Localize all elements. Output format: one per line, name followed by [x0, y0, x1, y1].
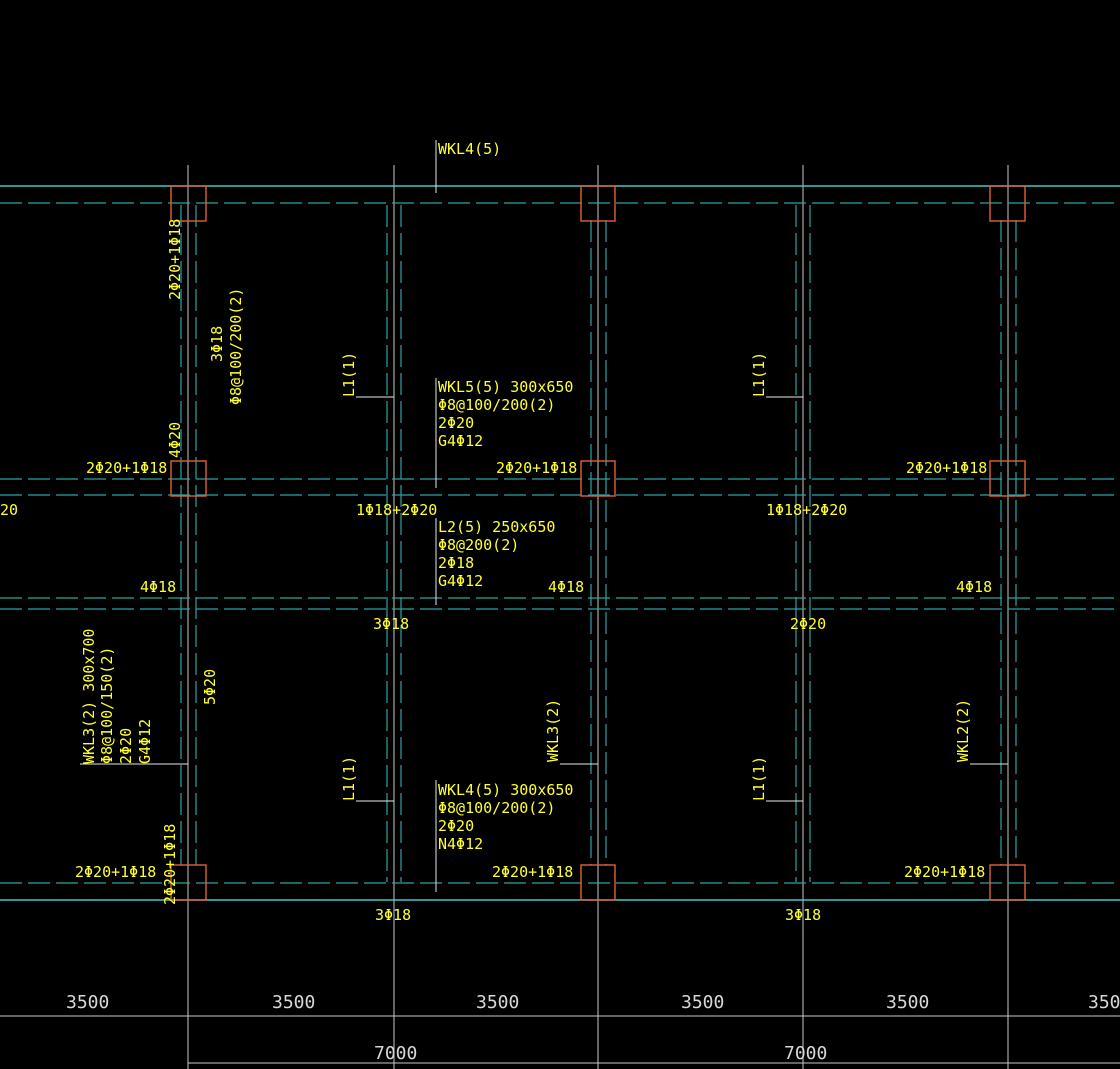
left-edge-label: 20 — [0, 501, 18, 519]
col1-5-label: 5Φ20 — [201, 669, 219, 705]
dimension-row-1: 3500 3500 3500 3500 3500 3500 — [66, 992, 1120, 1013]
row3-below-label-b: 2Φ20 — [790, 615, 826, 633]
row2-label-a: 2Φ20+1Φ18 — [86, 459, 167, 477]
column-e2 — [989, 460, 1026, 497]
row4-below-label-b: 3Φ18 — [785, 906, 821, 924]
wkl5-side: G4Φ12 — [438, 432, 483, 450]
row3-label-b: 4Φ18 — [548, 578, 584, 596]
row2-label-b: 2Φ20+1Φ18 — [496, 459, 577, 477]
wkl3-left-top: 2Φ20 — [117, 728, 135, 764]
dimension-label-3500: 3500 — [1088, 992, 1120, 1013]
row3-label-c: 4Φ18 — [956, 578, 992, 596]
l1-label-c: L1(1) — [340, 756, 358, 801]
wkl4-side: N4Φ12 — [438, 835, 483, 853]
axis-lines — [187, 165, 1009, 1069]
wkl5-top: 2Φ20 — [438, 414, 474, 432]
wkl3-left-stirrup: Φ8@100/150(2) — [98, 647, 116, 764]
col1-top-vert-label: 2Φ20+1Φ18 — [166, 219, 184, 300]
dimension-label-3500: 3500 — [681, 992, 724, 1013]
row3-label-a: 4Φ18 — [140, 578, 176, 596]
label-wkl4-top: WKL4(5) — [438, 140, 501, 158]
row4-below-label-a: 3Φ18 — [375, 906, 411, 924]
wkl5-stirrup: Φ8@100/200(2) — [438, 396, 555, 414]
l2-name: L2(5) 250x650 — [438, 518, 555, 536]
l1-label-b: L1(1) — [750, 352, 768, 397]
wkl3-b-label: WKL3(2) — [544, 699, 562, 762]
row2-below-label-a: 1Φ18+2Φ20 — [356, 501, 437, 519]
l2-stirrup: Φ8@200(2) — [438, 536, 519, 554]
col1-4-label: 4Φ20 — [166, 422, 184, 458]
dimension-row-2: 7000 7000 — [374, 1043, 827, 1064]
dimension-label-3500: 3500 — [272, 992, 315, 1013]
dimension-label-7000: 7000 — [784, 1043, 827, 1064]
wkl3-left-name: WKL3(2) 300x700 — [80, 629, 98, 764]
column-a4 — [170, 864, 207, 901]
row4-label-a: 2Φ20+1Φ18 — [75, 863, 156, 881]
col1-mid-3-label: 3Φ18 — [208, 326, 226, 362]
dimension-label-3500: 3500 — [66, 992, 109, 1013]
row3-below-label-a: 3Φ18 — [373, 615, 409, 633]
l1-label-d: L1(1) — [750, 756, 768, 801]
l1-label-a: L1(1) — [340, 352, 358, 397]
leader-lines — [80, 140, 1008, 892]
dimension-lines — [0, 950, 1120, 1069]
l2-side: G4Φ12 — [438, 572, 483, 590]
wkl5-name: WKL5(5) 300x650 — [438, 378, 573, 396]
wkl3-left-side: G4Φ12 — [136, 719, 154, 764]
column-e1 — [989, 185, 1026, 222]
column-c1 — [580, 185, 616, 222]
row2-below-label-b: 1Φ18+2Φ20 — [766, 501, 847, 519]
row4-label-c: 2Φ20+1Φ18 — [904, 863, 985, 881]
col1-bottom-vert-label: 2Φ20+1Φ18 — [161, 824, 179, 905]
col1-mid-stirrup-label: Φ8@100/200(2) — [227, 288, 245, 405]
dashed-beam-lines — [0, 202, 1120, 884]
wkl2-label: WKL2(2) — [954, 699, 972, 762]
l2-top: 2Φ18 — [438, 554, 474, 572]
wkl4-top: 2Φ20 — [438, 817, 474, 835]
wkl4-name: WKL4(5) 300x650 — [438, 781, 573, 799]
column-a1 — [170, 185, 207, 222]
column-c2 — [580, 460, 616, 497]
row4-label-b: 2Φ20+1Φ18 — [492, 863, 573, 881]
column-a2 — [170, 460, 207, 497]
dimension-label-3500: 3500 — [476, 992, 519, 1013]
column-c4 — [580, 864, 616, 901]
dimension-label-3500: 3500 — [886, 992, 929, 1013]
column-e4 — [989, 864, 1026, 901]
columns — [170, 185, 1026, 901]
dimension-label-7000: 7000 — [374, 1043, 417, 1064]
row2-label-c: 2Φ20+1Φ18 — [906, 459, 987, 477]
wkl4-stirrup: Φ8@100/200(2) — [438, 799, 555, 817]
